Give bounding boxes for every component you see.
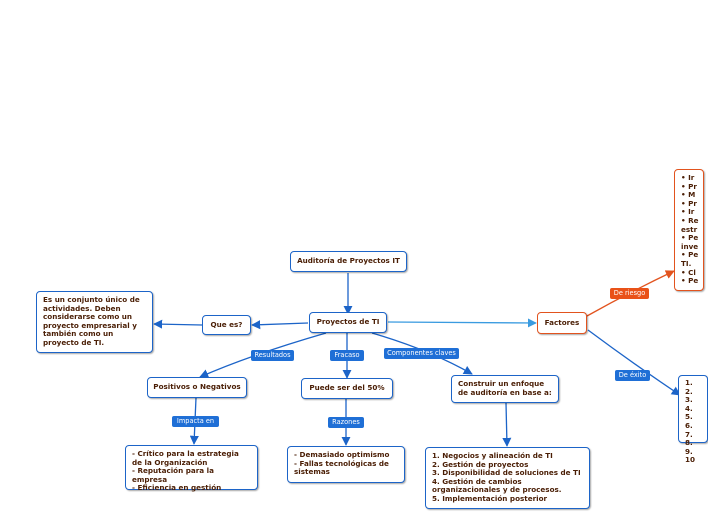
edge-projects-whatis [251, 320, 309, 330]
edge-factors-success [587, 329, 681, 396]
label-key-components[interactable]: Componentes claves [384, 348, 459, 359]
node-success-factors[interactable]: 1. 2. 3. 4. 5. 6. 7. 8. 9. 10 [678, 375, 708, 464]
node-definition[interactable]: Es un conjunto único de actividades. Deb… [36, 291, 153, 353]
label-impacts-on[interactable]: Impacta en [172, 416, 219, 427]
edge-projects-factors [387, 318, 537, 328]
node-factors[interactable]: Factores [537, 312, 587, 334]
label-risk[interactable]: De riesgo [610, 288, 649, 299]
node-risk-factors[interactable]: • Ir • Pr • M • Pr • Ir • Re estr • Pe i… [674, 169, 704, 291]
node-audit-approach[interactable]: Construir un enfoque de auditoría en bas… [451, 375, 559, 403]
node-audit-basis[interactable]: 1. Negocios y alineación de TI 2. Gestió… [425, 447, 590, 509]
label-failure[interactable]: Fracaso [330, 350, 364, 361]
node-impacts[interactable]: - Crítico para la estrategia de la Organ… [125, 445, 258, 492]
node-what-is[interactable]: Que es? [202, 315, 251, 335]
label-success[interactable]: De éxito [615, 370, 650, 381]
node-positive-negative[interactable]: Positivos o Negativos [147, 377, 247, 398]
node-reasons[interactable]: - Demasiado optimismo - Fallas tecnológi… [287, 446, 405, 483]
edge-audit-basis [502, 402, 512, 447]
node-projects[interactable]: Proyectos de TI [309, 312, 387, 333]
node-failure-rate[interactable]: Puede ser del 50% [301, 378, 393, 399]
label-results[interactable]: Resultados [251, 350, 294, 361]
node-root[interactable]: Auditoría de Proyectos IT [290, 251, 407, 272]
edge-whatis-definition [153, 319, 203, 329]
label-reasons[interactable]: Razones [328, 417, 364, 428]
